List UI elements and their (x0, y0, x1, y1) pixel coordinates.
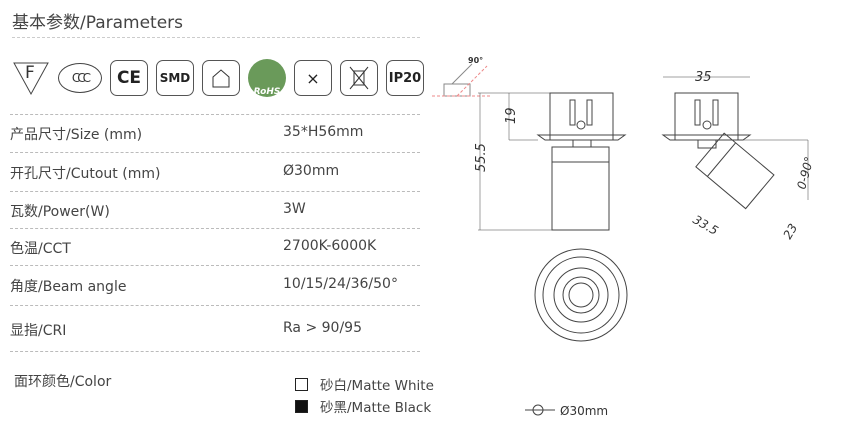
divider (10, 265, 420, 266)
divider (10, 152, 420, 153)
front-view (534, 248, 628, 342)
black-swatch (295, 400, 308, 413)
cutout-icon (525, 404, 555, 416)
ccc-icon: CCC (58, 63, 102, 93)
tilt-angle-icon: 90° (432, 56, 492, 98)
divider (12, 37, 420, 38)
svg-text:55.5: 55.5 (474, 143, 489, 172)
color-option-black: 砂黑/Matte Black (295, 396, 431, 416)
color-option-white: 砂白/Matte White (295, 374, 434, 394)
f-mark-icon: F (12, 60, 50, 96)
indoor-use-icon (202, 60, 240, 96)
divider (10, 305, 420, 306)
divider (10, 114, 420, 115)
certification-icons: F CCC CE SMD RoHS × IP20 90° (12, 56, 492, 98)
svg-text:19: 19 (504, 107, 519, 124)
white-swatch (295, 378, 308, 391)
svg-text:Ø30mm: Ø30mm (560, 404, 608, 418)
technical-drawing: 55.5 19 35 0-90° 33.5 23 Ø30mm (474, 70, 816, 418)
weee-bin-icon (340, 60, 378, 96)
smd-icon: SMD (156, 60, 194, 96)
no-insulation-cover-icon: × (294, 60, 332, 96)
divider (10, 191, 420, 192)
svg-text:0-90°: 0-90° (794, 155, 816, 191)
ip20-icon: IP20 (386, 60, 424, 96)
page-title: 基本参数/Parameters (12, 13, 184, 33)
divider (10, 351, 420, 352)
side-view: 55.5 19 (474, 92, 627, 231)
tilted-view: 35 0-90° 33.5 23 (661, 70, 816, 242)
svg-text:33.5: 33.5 (691, 212, 721, 237)
ce-icon: CE (110, 60, 148, 96)
rohs-icon: RoHS (248, 59, 286, 97)
divider (10, 228, 420, 229)
svg-text:23: 23 (780, 221, 800, 241)
svg-text:35: 35 (695, 70, 712, 85)
